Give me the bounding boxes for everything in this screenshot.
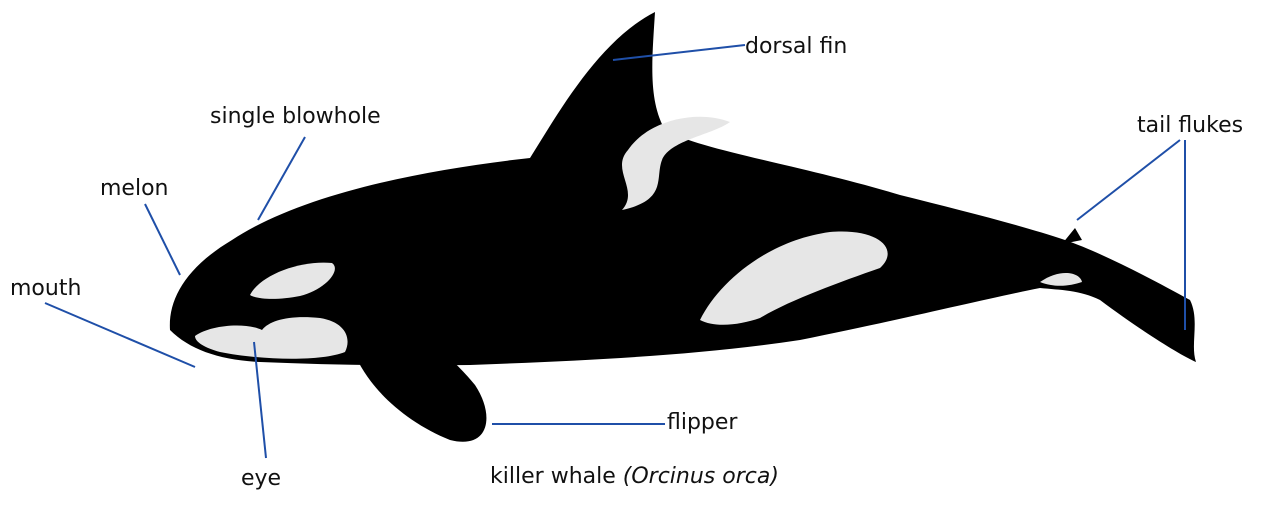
label-flipper: flipper: [667, 412, 737, 434]
melon-leader: [145, 204, 180, 275]
tail-flukes-leader-1: [1077, 140, 1180, 220]
diagram-caption: killer whale (Orcinus orca): [0, 466, 1269, 488]
label-single-blowhole: single blowhole: [210, 106, 381, 128]
label-mouth: mouth: [10, 278, 81, 300]
whale-fluke-tip: [1062, 228, 1082, 244]
caption-common-name: killer whale: [490, 464, 623, 489]
whale-body: [170, 12, 1196, 365]
caption-scientific-name: (Orcinus orca): [623, 464, 779, 489]
label-dorsal-fin: dorsal fin: [745, 36, 847, 58]
label-tail-flukes: tail flukes: [1137, 115, 1243, 137]
label-melon: melon: [100, 178, 168, 200]
